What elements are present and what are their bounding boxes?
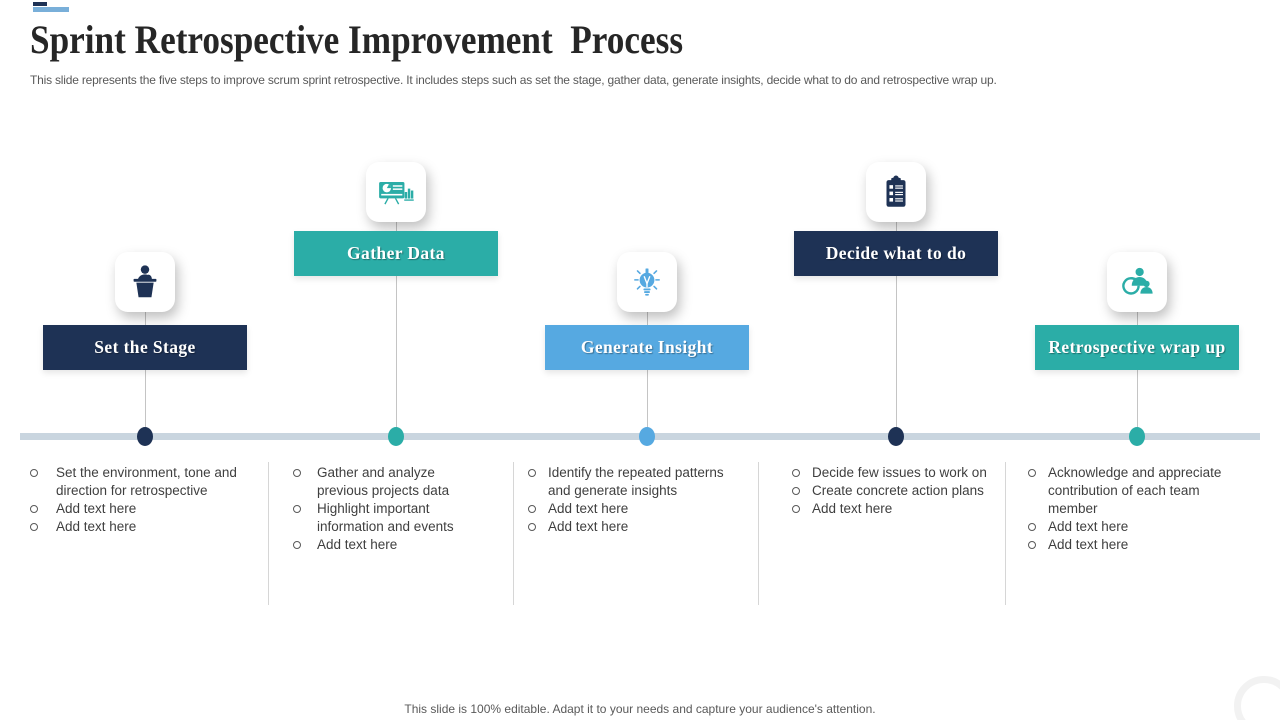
bullet-icon (1028, 469, 1036, 477)
list-item: Add text here (1028, 518, 1224, 536)
list-item: Decide few issues to work on (792, 464, 1004, 482)
connector-line (896, 220, 897, 432)
idea-bulb-icon (634, 268, 660, 296)
column-divider (268, 462, 269, 605)
column-divider (758, 462, 759, 605)
step-bullet-list: Identify the repeated patterns and gener… (528, 464, 744, 536)
step-bullet-list: Set the environment, tone and direction … (30, 464, 252, 536)
bullet-icon (30, 523, 38, 531)
connector-line (145, 310, 146, 432)
bullet-icon (528, 505, 536, 513)
icon-card[interactable] (115, 252, 175, 312)
timeline-dot (137, 427, 153, 446)
editable-note: This slide is 100% editable. Adapt it to… (404, 702, 876, 716)
column-divider (1005, 462, 1006, 605)
page-title: Sprint Retrospective Improvement Process (30, 17, 684, 62)
watermark-circle (1234, 676, 1280, 720)
step-gather-data: Gather Data (294, 0, 498, 460)
step-decide-what-to-do: Decide what to do (794, 0, 998, 460)
list-item: Add text here (1028, 536, 1224, 554)
connector-line (1137, 310, 1138, 432)
bullet-icon (1028, 541, 1036, 549)
step-bullet-list: Decide few issues to work on Create conc… (792, 464, 1004, 518)
step-label[interactable]: Decide what to do (794, 231, 998, 276)
step-bullet-list: Acknowledge and appreciate contribution … (1028, 464, 1224, 554)
step-label[interactable]: Generate Insight (545, 325, 749, 370)
timeline-dot (888, 427, 904, 446)
bullet-icon (293, 505, 301, 513)
bullet-icon (528, 469, 536, 477)
logo-bar-dark (33, 2, 47, 6)
icon-card[interactable] (617, 252, 677, 312)
column-divider (513, 462, 514, 605)
list-item: Identify the repeated patterns and gener… (528, 464, 744, 500)
clipboard-checklist-icon (886, 175, 906, 207)
step-label[interactable]: Gather Data (294, 231, 498, 276)
logo-bar-light (33, 7, 69, 12)
bullet-icon (792, 487, 800, 495)
list-item: Add text here (528, 518, 744, 536)
bullet-icon (293, 541, 301, 549)
list-item: Create concrete action plans (792, 482, 1004, 500)
list-item: Add text here (30, 500, 252, 518)
icon-card[interactable] (866, 162, 926, 222)
timeline-dot (639, 427, 655, 446)
step-retrospective-wrap-up: Retrospective wrap up (1035, 0, 1239, 460)
timeline-dot (388, 427, 404, 446)
podium-speaker-icon (133, 265, 157, 298)
connector-line (647, 310, 648, 432)
presentation-chart-icon (379, 181, 414, 205)
list-item: Add text here (30, 518, 252, 536)
bullet-icon (30, 505, 38, 513)
step-set-the-stage: Set the Stage (43, 0, 247, 460)
icon-card[interactable] (366, 162, 426, 222)
list-item: Set the environment, tone and direction … (30, 464, 252, 500)
list-item: Gather and analyze previous projects dat… (293, 464, 473, 500)
team-refresh-icon (1122, 267, 1153, 295)
slide-subtitle: This slide represents the five steps to … (30, 73, 997, 87)
bullet-icon (792, 469, 800, 477)
bullet-icon (30, 469, 38, 477)
timeline-dot (1129, 427, 1145, 446)
step-label[interactable]: Set the Stage (43, 325, 247, 370)
bullet-icon (528, 523, 536, 531)
list-item: Add text here (792, 500, 1004, 518)
list-item: Highlight important information and even… (293, 500, 473, 536)
step-generate-insight: Generate Insight (545, 0, 749, 460)
bullet-icon (792, 505, 800, 513)
bullet-icon (293, 469, 301, 477)
bullet-icon (1028, 523, 1036, 531)
step-label[interactable]: Retrospective wrap up (1035, 325, 1239, 370)
list-item: Add text here (528, 500, 744, 518)
icon-card[interactable] (1107, 252, 1167, 312)
step-bullet-list: Gather and analyze previous projects dat… (293, 464, 473, 554)
list-item: Acknowledge and appreciate contribution … (1028, 464, 1224, 518)
list-item: Add text here (293, 536, 473, 554)
connector-line (396, 220, 397, 432)
